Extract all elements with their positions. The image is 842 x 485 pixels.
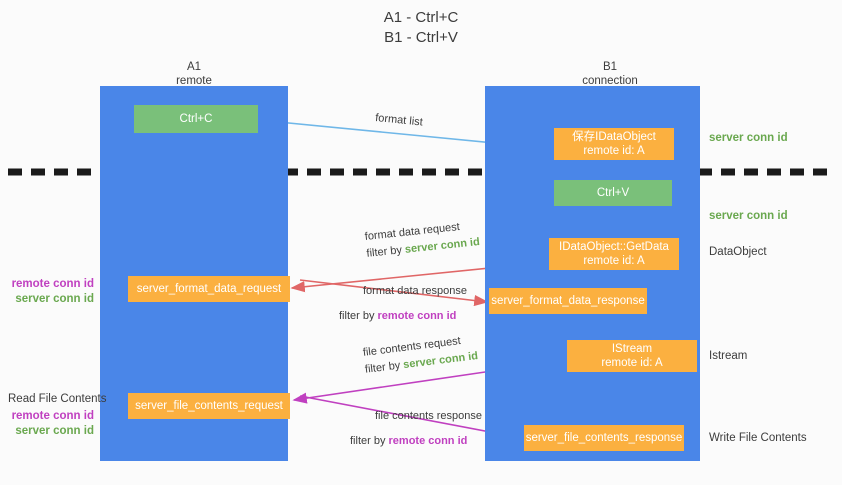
node-server-format-data-response-label: server_format_data_response [491, 295, 645, 307]
diagram-title: A1 - Ctrl+C B1 - Ctrl+V [0, 8, 842, 48]
edge-label-fcreq-prefix: filter by [364, 359, 405, 376]
label-read-file-contents: Read File Contents [8, 393, 107, 405]
node-getdata[interactable]: IDataObject::GetData remote id: A [549, 238, 679, 270]
node-ctrl-v-label: Ctrl+V [596, 187, 630, 199]
title-line-2: B1 - Ctrl+V [384, 29, 458, 46]
node-server-file-contents-response[interactable]: server_file_contents_response [524, 425, 684, 451]
node-ctrl-c-label: Ctrl+C [179, 113, 213, 125]
node-save-dataobject[interactable]: 保存IDataObject remote id: A [554, 128, 674, 160]
label-istream: Istream [709, 350, 748, 362]
edge-label-fcresp-value: remote conn id [388, 435, 468, 447]
edge-label-file-contents-request: file contents request filter by server c… [362, 331, 479, 379]
node-istream-line2: remote id: A [601, 357, 663, 369]
edge-label-fdresp-prefix: filter by [339, 310, 378, 322]
title-line-1: A1 - Ctrl+C [383, 9, 459, 26]
node-istream-line1: IStream [611, 343, 653, 355]
node-getdata-line1: IDataObject::GetData [559, 241, 669, 253]
edge-label-format-data-request: format data request filter by server con… [364, 217, 481, 263]
label-conn-pair-2-remote: remote conn id [11, 410, 94, 422]
label-conn-pair-2: remote conn id server conn id [8, 409, 94, 439]
label-server-conn-id-1: server conn id [709, 132, 788, 144]
edge-label-file-contents-response: file contents response [375, 408, 482, 425]
node-server-file-contents-request-label: server_file_contents_request [135, 400, 283, 412]
label-conn-pair-2-server: server conn id [15, 425, 94, 437]
node-save-dataobject-line2: remote id: A [583, 145, 645, 157]
edge-label-file-contents-response-filter-wrap: filter by remote conn id [350, 433, 467, 450]
edge-label-fcresp-prefix: filter by [350, 435, 389, 447]
column-b1-sub: connection [582, 75, 638, 87]
label-conn-pair-1-server: server conn id [15, 293, 94, 305]
label-write-file-contents: Write File Contents [709, 432, 807, 444]
node-server-format-data-request-label: server_format_data_request [136, 283, 282, 295]
edge-label-format-list-text: format list [374, 111, 424, 129]
column-header-b1: B1 connection [530, 60, 690, 88]
edge-label-fdreq-prefix: filter by [365, 243, 406, 260]
label-dataobject: DataObject [709, 246, 767, 258]
edge-label-fdresp-value: remote conn id [377, 310, 457, 322]
node-istream[interactable]: IStream remote id: A [567, 340, 697, 372]
column-b1-name: B1 [602, 61, 618, 73]
node-server-format-data-request[interactable]: server_format_data_request [128, 276, 290, 302]
node-getdata-line2: remote id: A [583, 255, 645, 267]
node-server-format-data-response[interactable]: server_format_data_response [489, 288, 647, 314]
label-conn-pair-1-remote: remote conn id [11, 278, 94, 290]
node-ctrl-c[interactable]: Ctrl+C [134, 105, 258, 133]
column-a1-sub: remote [176, 75, 212, 87]
edge-label-file-contents-response-line1: file contents response [375, 410, 483, 422]
node-server-file-contents-request[interactable]: server_file_contents_request [128, 393, 290, 419]
node-save-dataobject-line1: 保存IDataObject [572, 131, 656, 143]
label-server-conn-id-2: server conn id [709, 210, 788, 222]
edge-label-format-data-response-line1: format data response [363, 285, 467, 297]
edge-label-format-data-response-filter: filter by remote conn id [339, 308, 467, 325]
node-server-file-contents-response-label: server_file_contents_response [525, 432, 683, 444]
node-ctrl-v[interactable]: Ctrl+V [554, 180, 672, 206]
column-header-a1: A1 remote [114, 60, 274, 88]
edge-label-format-data-response: format data response filter by remote co… [339, 283, 467, 325]
column-a1-name: A1 [186, 61, 202, 73]
label-conn-pair-1: remote conn id server conn id [8, 277, 94, 307]
edge-label-format-list: format list [374, 110, 424, 131]
